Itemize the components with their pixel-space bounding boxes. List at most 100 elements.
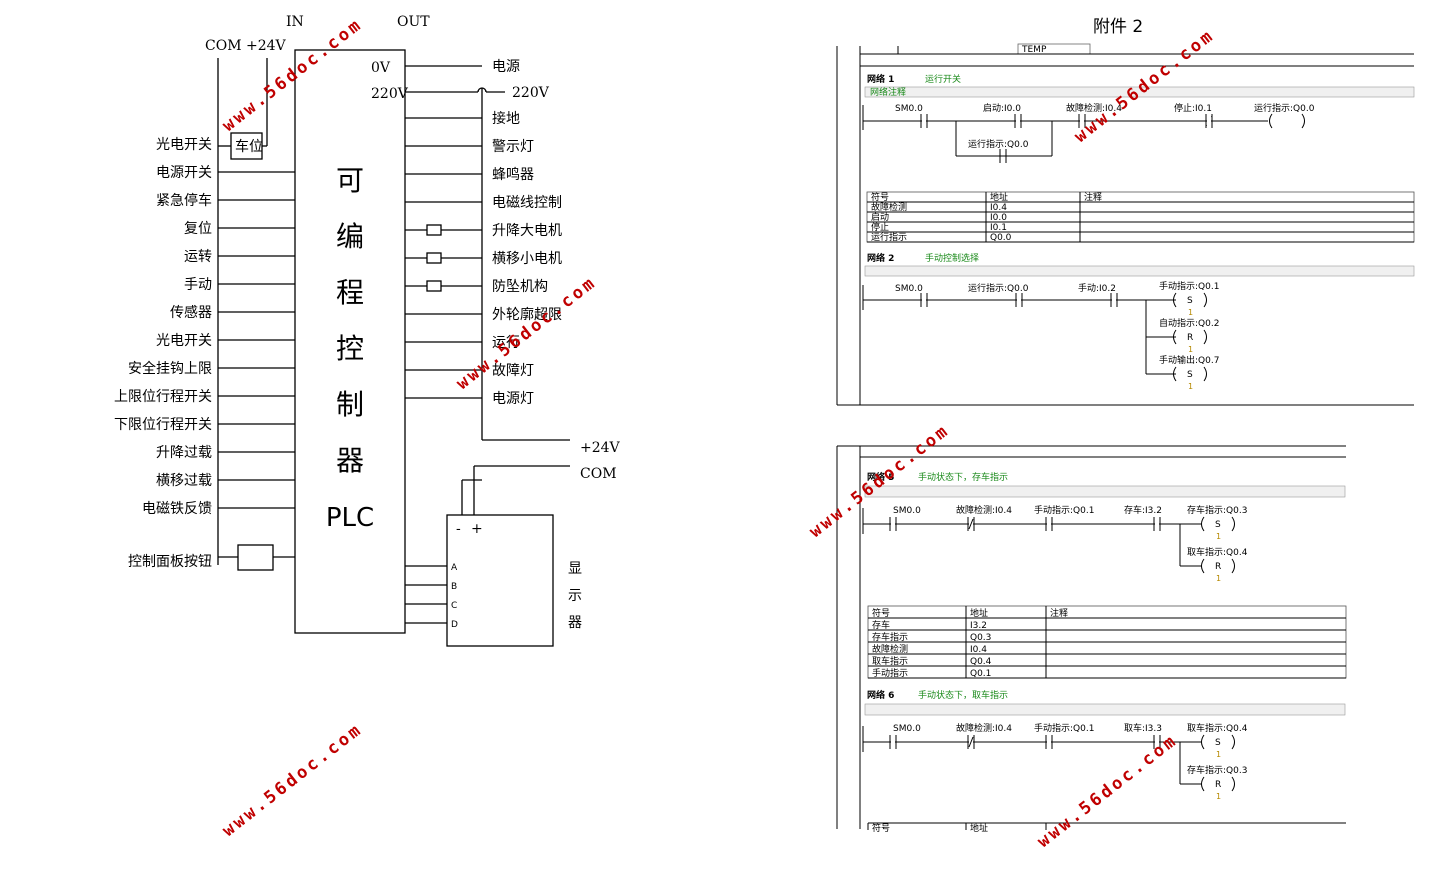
symbol-table-header: 符号 [871,191,889,203]
output-relay [426,280,442,292]
symbol-table-cell: 存车 [872,619,890,631]
input-label: 复位 [184,220,212,237]
network1-branch-label: 运行指示:Q0.0 [968,138,1029,150]
input-label: 紧急停车 [156,192,212,209]
network6-contact-retrieve: 取车:I3.3 [1124,722,1162,734]
ladder-coil [1173,329,1207,345]
ladder-contact-not [968,736,974,748]
network6-contact-fault: 故障检测:I0.4 [956,722,1012,734]
watermark: www.56doc.com [219,14,367,136]
ladder-contact-gap [922,298,926,302]
ladder-coil-op: R [1215,780,1221,790]
ladder-top-panel: TEMP 网络 1 运行开关 网络注释 SM0.0 启动:I0.0 故障检测:I… [836,43,1415,406]
symbol-table-cell: 故障检测 [871,201,907,213]
network2-contact-sm00: SM0.0 [895,284,923,294]
symbol-table-cell: 启动 [871,211,889,223]
network6-title: 网络 6 [867,689,894,701]
symbol-table [866,191,1415,243]
plc-label-char: PLC [326,503,374,533]
input-list: 光电开关电源开关紧急停车复位运转手动传感器光电开关安全挂钩上限上限位行程开关下限… [114,137,295,517]
output-list: 电源接地警示灯蜂鸣器电磁线控制升降大电机横移小电机防坠机构外轮廓超限运行故障灯电… [405,59,562,407]
network5-contact-store: 存车:I3.2 [1124,504,1162,516]
output-label: 警示灯 [492,139,534,155]
plc-label-char: 可 [336,164,364,197]
ladder-contact-gap [1155,522,1159,526]
symbol-table-cell: 手动指示 [872,667,908,679]
network6-contact-manual: 手动指示:Q0.1 [1034,722,1094,734]
network1-comment: 运行开关 [925,73,961,85]
display-label-char: 器 [568,615,582,631]
network6-table-header-address: 地址 [970,822,988,834]
display-pin-label: C [451,601,457,611]
output-label: 蜂鸣器 [492,166,534,183]
input-label: 安全挂钩上限 [128,360,212,377]
network1-contact-start: 启动:I0.0 [983,102,1021,114]
ladder-coil-op: S [1215,738,1221,748]
ladder-coil [1201,558,1235,574]
network6-table-header-symbol: 符号 [872,822,890,834]
ladder-coil-op: R [1187,333,1193,343]
temp-header: TEMP [1021,45,1047,55]
network1-coil-gap [1207,114,1211,128]
output-label: 防坠机构 [492,279,548,295]
input-label: 光电开关 [156,333,212,349]
panel-button-box [237,544,274,571]
network1-coil [1269,113,1305,129]
watermark: www.56doc.com [219,719,367,841]
display-pin-label: A [451,563,458,573]
network2-comment: 手动控制选择 [925,252,979,264]
network1-coil-label: 运行指示:Q0.0 [1254,102,1315,114]
ladder-coil-op: S [1187,370,1193,380]
network6-contact-sm00: SM0.0 [893,724,921,734]
output-relay [426,224,442,236]
com-label: COM [205,38,242,54]
ladder-coil-label: 取车指示:Q0.4 [1187,722,1248,734]
display-label-char: 示 [568,588,582,604]
symbol-table-header: 注释 [1084,191,1102,203]
input-label: 下限位行程开关 [114,417,212,433]
network6-contacts [889,735,1161,749]
input-label: 电源开关 [156,165,212,181]
ladder-contact-gap [1080,119,1084,123]
symbol-table-header: 地址 [970,607,988,619]
network5-contact-fault: 故障检测:I0.4 [956,504,1012,516]
symbol-table-cell: I0.4 [970,645,987,655]
symbol-table-cell: Q0.4 [970,657,992,667]
input-label: 电磁铁反馈 [142,501,212,517]
ladder-contact-gap [922,119,926,123]
ladder-coil-op: S [1215,520,1221,530]
panel-button-label: 控制面板按钮 [128,554,212,570]
ladder-coil-label: 自动指示:Q0.2 [1159,317,1219,329]
plc-label-char: 制 [336,388,364,421]
network5-contacts [889,517,1161,531]
output-label: 故障灯 [492,363,534,379]
ladder-coil-label: 存车指示:Q0.3 [1187,504,1247,516]
symbol-table-cell: I0.4 [990,203,1007,213]
symbol-table-cell: Q0.1 [970,669,991,679]
symbol-table-cell: I3.2 [970,621,987,631]
ladder-coil-label: 取车指示:Q0.4 [1187,546,1248,558]
output-relay [426,252,442,264]
ladder-coil-count: 1 [1216,532,1221,541]
display-label-char: 显 [568,561,582,577]
network1-contact-fault: 故障检测:I0.4 [1066,102,1122,114]
network2-title: 网络 2 [867,252,894,264]
v24-label: +24V [246,38,287,54]
ladder-bottom-panel: 网络 5 手动状态下，存车指示 SM0.0 故障检测:I0.4 手动指示:Q0.… [836,445,1347,834]
network2-contact-run: 运行指示:Q0.0 [968,282,1029,294]
output-label: 外轮廓超限 [492,306,562,323]
ladder-coil-count: 1 [1188,345,1193,354]
ladder-contact-gap [891,740,895,744]
network6-comment: 手动状态下，取车指示 [918,689,1008,701]
ladder-contact-gap [1047,740,1051,744]
network1-contact-sm00: SM0.0 [895,104,923,114]
attachment-title: 附件 2 [1093,17,1143,37]
input-label: 传感器 [170,304,212,321]
